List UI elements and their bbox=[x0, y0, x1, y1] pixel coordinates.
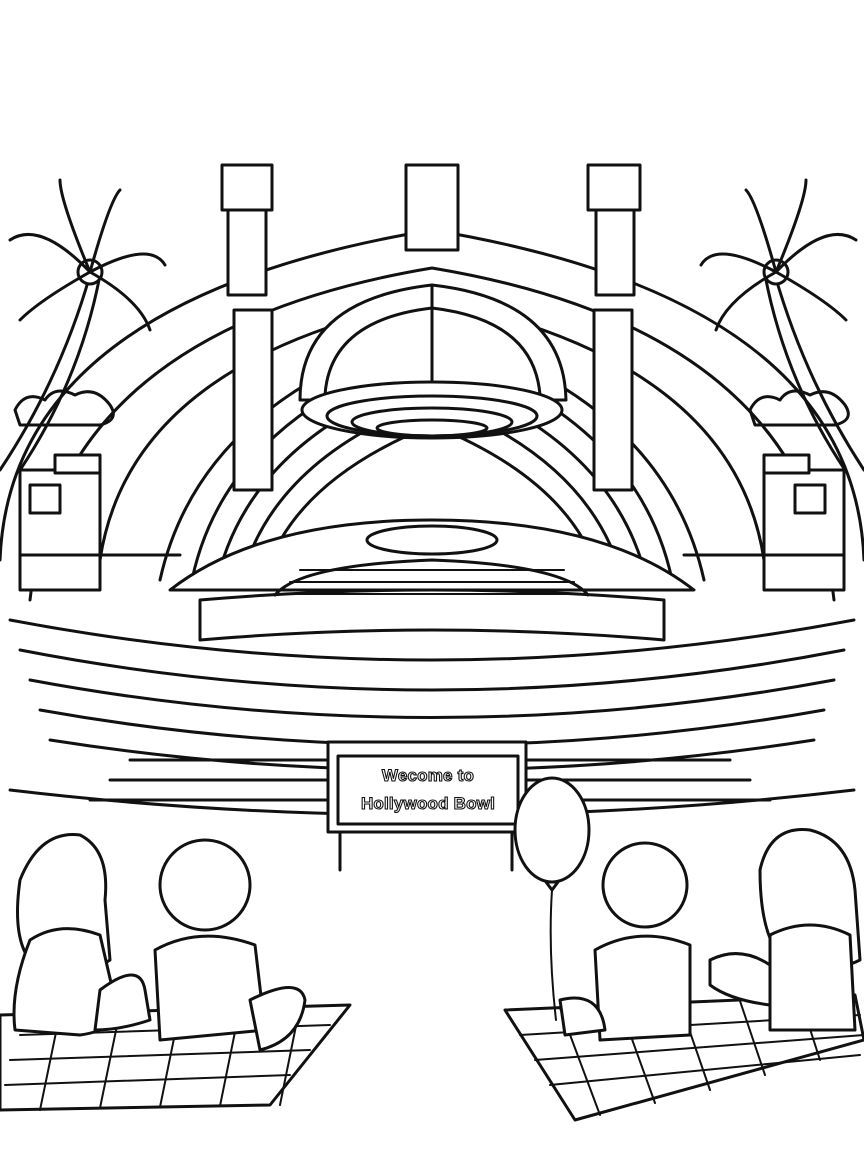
palm-tree-right bbox=[699, 178, 864, 472]
sign-line-1: Wecome to bbox=[381, 765, 475, 785]
sign-line-2: Hollywood Bowl bbox=[360, 793, 496, 813]
balloon bbox=[513, 776, 591, 1021]
palm-tree-left bbox=[0, 178, 167, 472]
stage-canopy bbox=[298, 283, 568, 440]
light-towers bbox=[220, 163, 642, 492]
girl-left bbox=[12, 833, 152, 1037]
boy-left bbox=[153, 838, 307, 1052]
girl-right bbox=[708, 828, 862, 1032]
clouds bbox=[13, 389, 850, 427]
welcome-sign bbox=[326, 740, 528, 872]
seating-rows bbox=[8, 618, 856, 817]
welcome-sign-text: Wecome to Hollywood Bowl bbox=[338, 760, 518, 820]
stage-platform bbox=[168, 518, 696, 642]
side-buildings bbox=[18, 453, 846, 592]
boy-right bbox=[558, 841, 692, 1042]
